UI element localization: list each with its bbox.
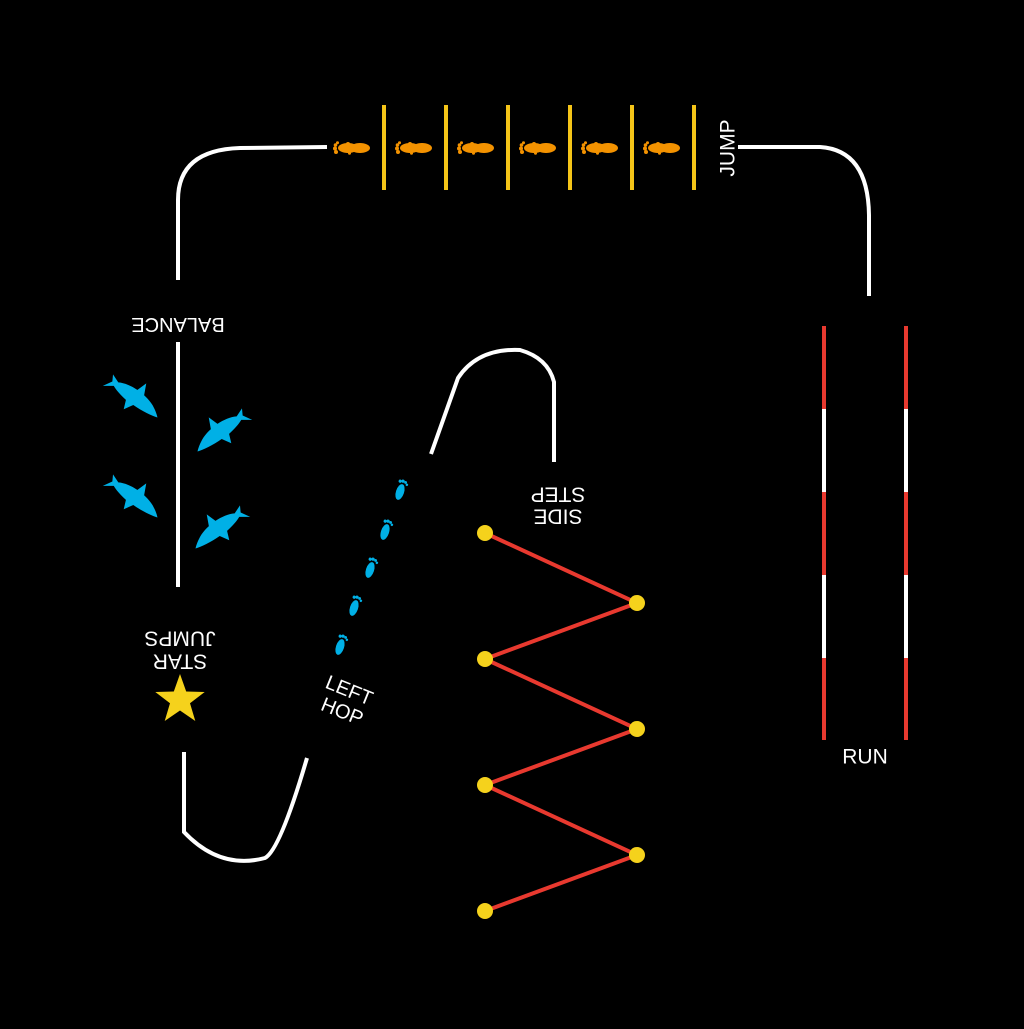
star-jumps-label-line2: JUMPS (144, 627, 215, 650)
path-top-left-curve (176, 145, 328, 280)
footprint-icon (377, 518, 395, 542)
shark-icon (185, 397, 257, 462)
path-top-right-curve (738, 145, 871, 296)
footprint-icon (362, 556, 380, 580)
shark-icon (98, 463, 170, 528)
run-label: RUN (842, 746, 888, 769)
jump-zone: JUMP (333, 105, 740, 190)
feet-pair-icon (395, 141, 432, 155)
footprint-icon (392, 478, 410, 502)
run-zone: RUN (822, 326, 908, 769)
jump-bars (382, 105, 696, 190)
balance-zone: BALANCE (98, 313, 257, 559)
zigzag-dot (477, 525, 493, 541)
balance-label: BALANCE (131, 313, 224, 335)
zigzag-dot (629, 847, 645, 863)
feet-pair-icon (333, 141, 370, 155)
zigzag-dot (629, 721, 645, 737)
feet-pair-icon (581, 141, 618, 155)
path-side-step-arch (429, 347, 556, 462)
left-hop-zone: LEFT HOP (318, 478, 410, 730)
side-step-label-line2: STEP (531, 483, 586, 506)
feet-pair-icon (519, 141, 556, 155)
path-lines (176, 145, 871, 863)
star-jumps-zone: STAR JUMPS (144, 627, 216, 721)
shark-icon (183, 494, 255, 559)
zigzag-dot (629, 595, 645, 611)
jump-label: JUMP (717, 119, 740, 176)
zigzag-dots (477, 525, 645, 919)
feet-pair-icon (457, 141, 494, 155)
feet-pair-icon (643, 141, 680, 155)
star-icon (155, 674, 205, 721)
footprint-icon (332, 633, 350, 657)
side-step-label-line1: SIDE (533, 505, 582, 528)
zigzag-dot (477, 903, 493, 919)
footprint-icon (346, 594, 364, 618)
path-bottom-u-curve (182, 752, 309, 863)
zigzag-dot (477, 651, 493, 667)
zigzag-dot (477, 777, 493, 793)
shark-icon (98, 363, 170, 428)
side-step-zone: SIDE STEP (477, 483, 645, 919)
star-jumps-label-line1: STAR (153, 650, 207, 673)
zigzag-line (483, 531, 639, 913)
hop-footprints (332, 478, 410, 657)
